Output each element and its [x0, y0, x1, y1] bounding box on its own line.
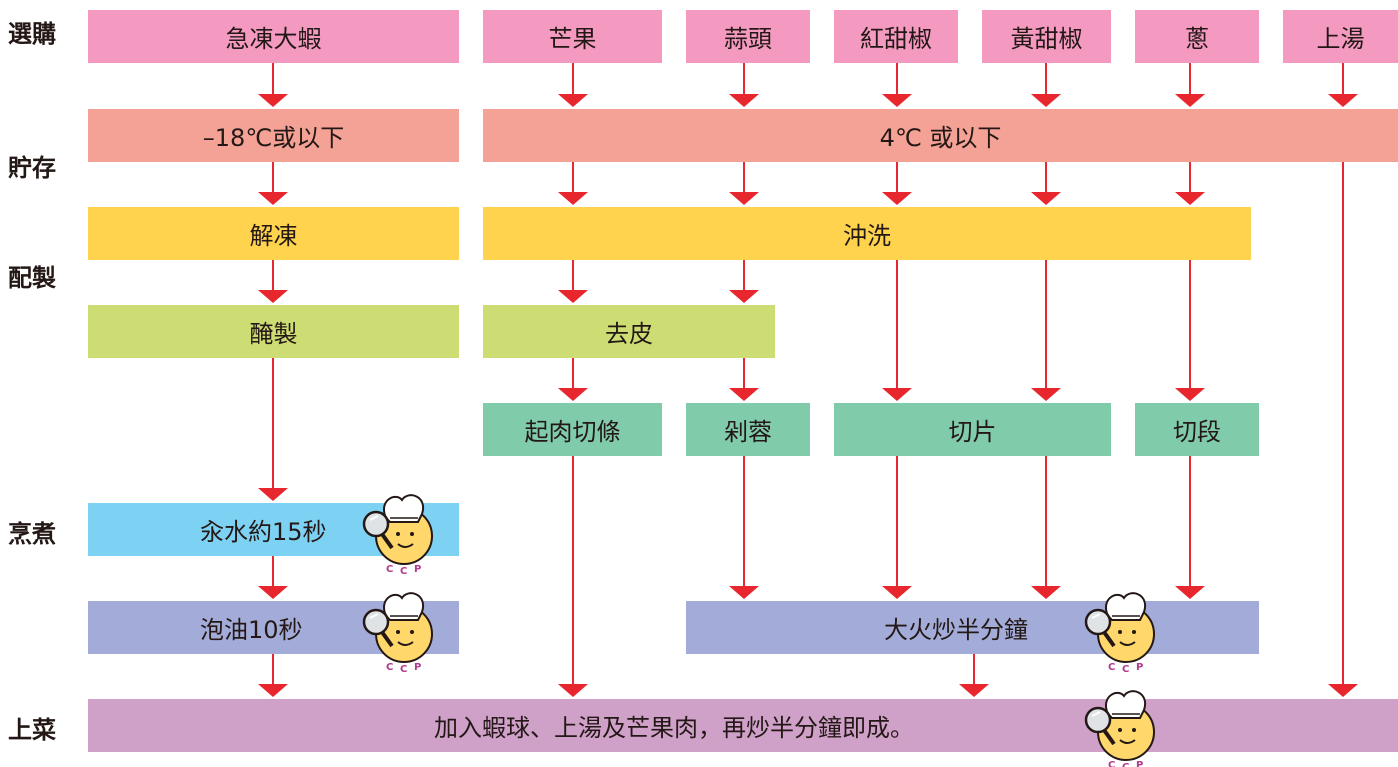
arrowhead — [558, 388, 588, 401]
arrowhead — [882, 94, 912, 107]
arrowhead — [258, 192, 288, 205]
arrowhead — [729, 94, 759, 107]
box-mango-label: 芒果 — [548, 25, 597, 53]
arrowhead — [729, 388, 759, 401]
arrowhead — [1175, 94, 1205, 107]
arrowhead — [729, 290, 759, 303]
arrowhead — [558, 94, 588, 107]
box-stock: 上湯 — [1283, 10, 1398, 63]
box-storage-frozen: –18℃或以下 — [88, 109, 459, 162]
box-marinate: 醃製 — [88, 305, 459, 358]
box-mince: 剁蓉 — [686, 403, 810, 456]
box-blanch-label: 汆水約15秒 — [200, 518, 327, 546]
box-stir-fry: 大火炒半分鐘 — [686, 601, 1259, 654]
arrowhead — [1175, 388, 1205, 401]
box-frozen-shrimp-label: 急凍大蝦 — [225, 25, 322, 53]
arrowhead — [558, 290, 588, 303]
arrowhead — [729, 192, 759, 205]
arrowhead — [1328, 684, 1358, 697]
box-flesh-strips-label: 起肉切條 — [524, 418, 621, 446]
arrowhead — [882, 388, 912, 401]
box-yellow-pepper-label: 黃甜椒 — [1010, 25, 1083, 53]
stage-label-prep: 配製 — [8, 264, 56, 292]
box-rinse: 沖洗 — [483, 207, 1251, 260]
box-section-label: 切段 — [1173, 418, 1221, 446]
box-storage-frozen-label: –18℃或以下 — [202, 124, 345, 152]
box-flesh-strips: 起肉切條 — [483, 403, 662, 456]
arrowhead — [1175, 192, 1205, 205]
ccp-chef-icon-stir-fry — [1084, 591, 1156, 676]
arrowhead — [258, 586, 288, 599]
box-thaw-label: 解凍 — [249, 222, 298, 250]
stage-label-storage: 貯存 — [8, 154, 56, 182]
box-section: 切段 — [1135, 403, 1259, 456]
box-mango: 芒果 — [483, 10, 662, 63]
arrowhead — [258, 684, 288, 697]
box-stir-fry-label: 大火炒半分鐘 — [884, 616, 1028, 644]
box-oil-blanch-label: 泡油10秒 — [200, 616, 303, 644]
arrowhead — [1031, 192, 1061, 205]
stage-label-serve: 上菜 — [8, 716, 56, 744]
box-peel-label: 去皮 — [605, 320, 653, 348]
arrowhead — [558, 684, 588, 697]
box-thaw: 解凍 — [88, 207, 459, 260]
arrowhead — [258, 488, 288, 501]
box-peel: 去皮 — [483, 305, 775, 358]
box-garlic: 蒜頭 — [686, 10, 810, 63]
box-slice: 切片 — [834, 403, 1111, 456]
arrowhead — [1175, 586, 1205, 599]
arrowhead — [1031, 388, 1061, 401]
box-serve-label: 加入蝦球、上湯及芒果肉，再炒半分鐘即成。 — [434, 714, 914, 742]
box-frozen-shrimp: 急凍大蝦 — [88, 10, 459, 63]
arrowhead — [1031, 586, 1061, 599]
arrowhead — [1031, 94, 1061, 107]
box-garlic-label: 蒜頭 — [724, 25, 772, 53]
box-rinse-label: 沖洗 — [843, 222, 891, 250]
box-storage-chilled: 4℃ 或以下 — [483, 109, 1398, 162]
arrowhead — [258, 290, 288, 303]
box-serve: 加入蝦球、上湯及芒果肉，再炒半分鐘即成。 — [88, 699, 1398, 752]
box-slice-label: 切片 — [948, 418, 997, 446]
arrowhead — [729, 586, 759, 599]
arrowhead — [882, 192, 912, 205]
box-marinate-label: 醃製 — [249, 320, 298, 348]
arrowhead — [558, 192, 588, 205]
arrowhead — [258, 94, 288, 107]
box-red-pepper-label: 紅甜椒 — [860, 25, 932, 53]
ccp-chef-icon-oil-blanch — [362, 591, 434, 676]
box-scallion: 蔥 — [1135, 10, 1259, 63]
box-scallion-label: 蔥 — [1185, 25, 1209, 53]
ccp-chef-icon-blanch — [362, 493, 434, 578]
arrowhead — [959, 684, 989, 697]
box-yellow-pepper: 黃甜椒 — [982, 10, 1111, 63]
box-storage-chilled-label: 4℃ 或以下 — [879, 124, 1002, 152]
arrowhead — [1328, 94, 1358, 107]
stage-label-cook: 烹煮 — [8, 520, 56, 548]
ccp-chef-icon-serve — [1084, 689, 1156, 767]
arrowhead — [882, 586, 912, 599]
box-stock-label: 上湯 — [1316, 25, 1365, 53]
box-red-pepper: 紅甜椒 — [834, 10, 958, 63]
box-mince-label: 剁蓉 — [724, 418, 772, 446]
stage-label-select: 選購 — [8, 20, 56, 48]
